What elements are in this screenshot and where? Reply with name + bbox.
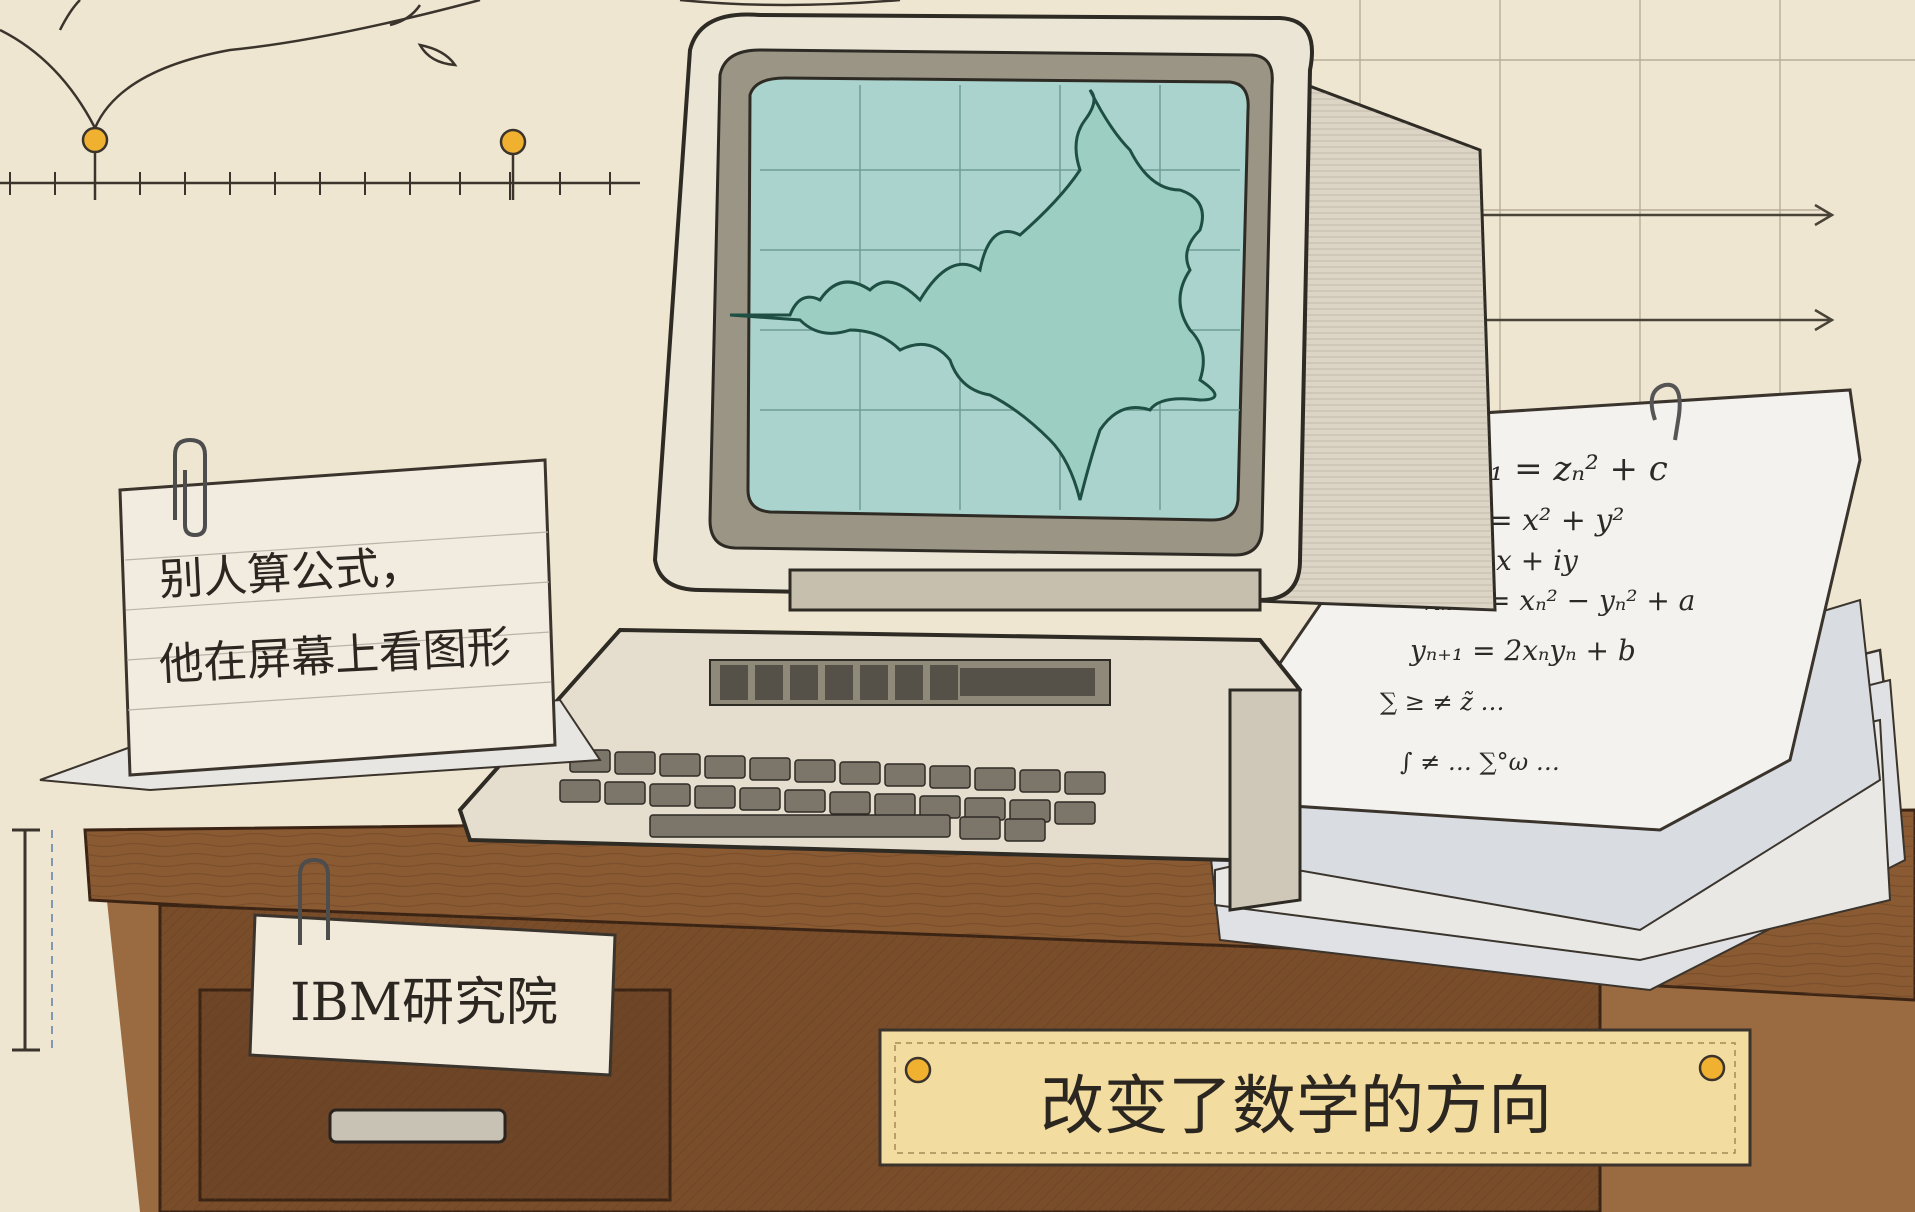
paperclip-icon	[173, 437, 207, 538]
note-card: 别人算公式， 他在屏幕上看图形	[39, 437, 602, 792]
pin-icon	[1698, 1054, 1726, 1082]
pin-icon	[904, 1056, 932, 1084]
formula-line: ∑ ≥ ≠ z̃ …	[1380, 688, 1505, 716]
drawer-handle	[328, 1108, 507, 1144]
drawer-label-text: IBM研究院	[290, 973, 558, 1033]
measure-bracket	[12, 828, 53, 1052]
paperclip-icon	[298, 857, 330, 945]
timeline-pin-icon	[499, 128, 527, 156]
paperclip-icon	[1649, 382, 1682, 441]
timeline-pin-icon	[81, 126, 109, 154]
formula-line: yₙ₊₁ = 2xₙyₙ + b	[1408, 634, 1636, 667]
timeline-ruler	[0, 126, 640, 200]
banner-title: 改变了数学的方向	[1040, 1070, 1552, 1144]
vine-icon	[0, 0, 901, 129]
title-banner: 改变了数学的方向	[878, 1028, 1752, 1167]
mandelbrot-fractal-icon	[729, 88, 1217, 501]
formula-line: ∫ ≠ … ∑°ω …	[1400, 748, 1560, 776]
computer-monitor	[652, 12, 1497, 612]
drawer-label: IBM研究院	[248, 857, 617, 1077]
paper-stack	[1198, 382, 1907, 992]
